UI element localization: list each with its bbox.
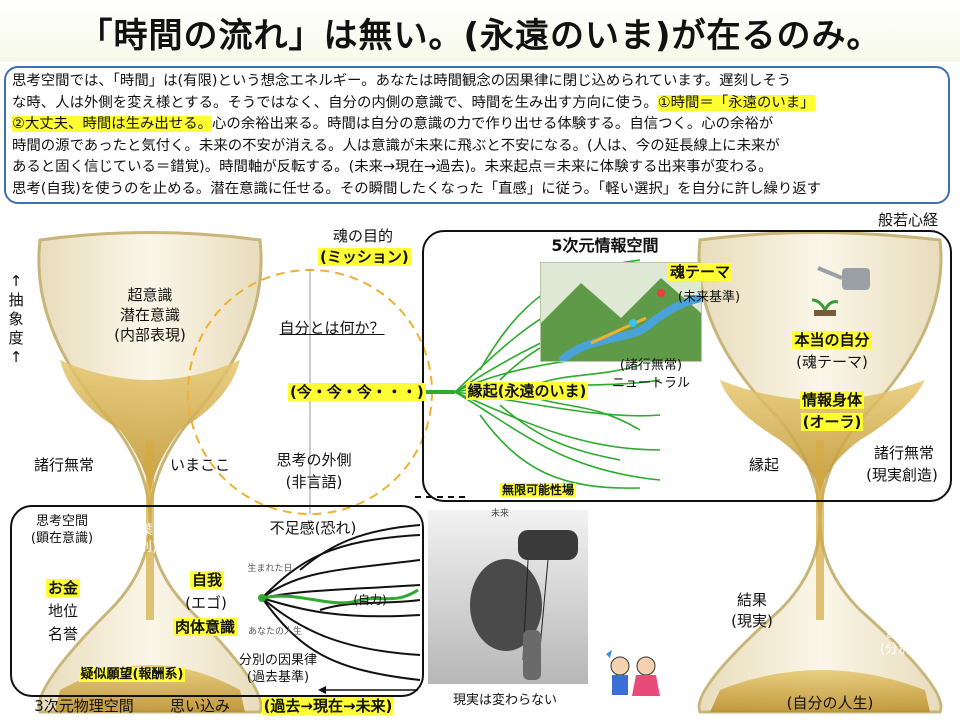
engi-right-label: 縁起 bbox=[748, 456, 779, 474]
reality-unchanged-label: 現実は変わらない bbox=[452, 693, 557, 708]
own-power-path bbox=[261, 588, 419, 605]
aura-label: (オーラ) bbox=[800, 413, 864, 431]
own-power-label: (自力) bbox=[353, 593, 387, 607]
imakoko-label: いまここ bbox=[169, 456, 230, 474]
three-dimension-box bbox=[10, 505, 424, 697]
engi-eternal-now-label: 縁起(永遠のいま) bbox=[465, 382, 589, 400]
neutral-label: ニュートラル bbox=[611, 376, 690, 391]
couple-icon bbox=[606, 650, 660, 696]
status-label: 地位 bbox=[47, 602, 78, 620]
couple-illustration bbox=[598, 648, 668, 704]
subconscious-label: 潜在意識 bbox=[119, 306, 180, 324]
five-d-title: 5次元情報空間 bbox=[551, 236, 659, 255]
puppet-icon bbox=[470, 530, 578, 680]
text-line-4: 時間の源であったと気付く。未来の不安が消える。人は意識が未来に飛ぶと不安になる。… bbox=[12, 137, 780, 154]
page-title: 「時間の流れ」は無い。(永遠のいま)が在るのみ。 bbox=[0, 2, 960, 62]
landscape-icon bbox=[541, 278, 702, 365]
right-hourglass-illustration bbox=[697, 231, 943, 714]
assumption-label: 思い込み bbox=[169, 697, 230, 715]
past-basis-label: (過去基準) bbox=[246, 670, 310, 685]
text-line-2: な時、人は外側を変え様とする。そうではなく、自分の内側の意識で、時間を生み出す方… bbox=[12, 94, 815, 111]
text-line-6: 思考(自我)を使うのを止める。潜在意識に任せる。その瞬間したくなった「直感」に従… bbox=[12, 180, 822, 197]
text-line-1: 思考空間では、「時間」は(有限)という想念エネルギー。あなたは時間観念の因果律に… bbox=[12, 73, 792, 89]
black-branch-network bbox=[261, 524, 421, 681]
who-am-i-label: 自分とは何か？ bbox=[279, 319, 385, 337]
insufficiency-label: 不足感(恐れ) bbox=[269, 519, 357, 537]
my-life-label: (自分の人生) bbox=[786, 694, 874, 712]
birth-point bbox=[258, 594, 266, 602]
thought-space-label: 思考空間 bbox=[35, 514, 88, 529]
explanation-text-box: 思考空間では、「時間」は(有限)という想念エネルギー。あなたは時間観念の因果律に… bbox=[4, 66, 950, 204]
reality-label: (現実) bbox=[731, 612, 773, 630]
five-dimension-box bbox=[422, 230, 952, 502]
highlight-1: ①時間＝「永遠のいま」 bbox=[657, 94, 815, 111]
now-now-now-label: (今・今・今・・・) bbox=[288, 383, 426, 401]
inner-expression-label: (内部表現) bbox=[114, 326, 186, 344]
soul-theme-5d-label: 魂テーマ bbox=[667, 263, 732, 281]
causality-label: 分別の因果律 bbox=[238, 653, 317, 668]
birth-day-label: 生まれた日 bbox=[247, 564, 293, 574]
body-consciousness-label: 肉体意識 bbox=[172, 618, 237, 636]
hannya-label: 般若心経 bbox=[877, 211, 938, 229]
conscious-label: (顕在意識) bbox=[30, 531, 94, 546]
abstraction-label: ↑ 抽 象 度 ↑ bbox=[8, 272, 24, 366]
nonverbal-label: (非言語) bbox=[285, 473, 343, 491]
super-consciousness-label: 超意識 bbox=[127, 286, 173, 304]
fame-label: 名誉 bbox=[47, 625, 78, 643]
words-right-label: 言葉 bbox=[884, 626, 911, 641]
future-word-label: 未来 bbox=[490, 509, 509, 519]
puppet-illustration bbox=[428, 510, 588, 684]
soul-purpose-label: 魂の目的 bbox=[332, 227, 393, 245]
shogyo-mujo-right-label: 諸行無常 bbox=[873, 444, 934, 462]
distinction-right-label: (分別) bbox=[879, 642, 917, 657]
physical-space-label: 3次元物理空間 bbox=[34, 697, 134, 715]
pseudo-wish-label: 疑似願望(報酬系) bbox=[78, 667, 186, 682]
shogyo-mujo-5d-label: (諸行無常) bbox=[619, 358, 683, 373]
true-self-label: 本当の自分 bbox=[792, 331, 872, 349]
soul-theme-right-label: (魂テーマ) bbox=[796, 353, 868, 371]
ego-label: 自我 bbox=[189, 571, 224, 589]
highlight-2: ②大丈夫、時間は生み出せる。 bbox=[12, 116, 212, 133]
words-left-label: 言葉 bbox=[126, 523, 153, 538]
infinite-possibility-label: 無限可能性場 bbox=[499, 483, 576, 497]
outside-thought-label: 思考の外側 bbox=[276, 451, 352, 469]
money-label: お金 bbox=[45, 579, 80, 597]
your-life-label: あなたの人生 bbox=[247, 627, 302, 637]
shogyo-mujo-left-label: 諸行無常 bbox=[33, 456, 94, 474]
text-line-3: ②大丈夫、時間は生み出せる。心の余裕出来る。時間は自分の意識の力で作り出せる体験… bbox=[12, 116, 774, 133]
mission-label: (ミッション) bbox=[318, 248, 411, 266]
watering-can-icon bbox=[811, 266, 870, 316]
future-basis-label: (未来基準) bbox=[677, 290, 741, 305]
past-present-future-label: (過去→現在→未来) bbox=[261, 697, 395, 715]
result-label: 結果 bbox=[736, 591, 767, 609]
distinction-left-label: (分別) bbox=[120, 540, 158, 555]
text-line-5: あると固く信じている＝錯覚)。時間軸が反転する。(未来→現在→過去)。未来起点＝… bbox=[12, 159, 773, 176]
info-body-label: 情報身体 bbox=[799, 391, 864, 409]
reality-creation-label: (現実創造) bbox=[866, 466, 938, 484]
ego-kana-label: (エゴ) bbox=[185, 594, 227, 612]
watering-can-illustration bbox=[800, 262, 880, 318]
